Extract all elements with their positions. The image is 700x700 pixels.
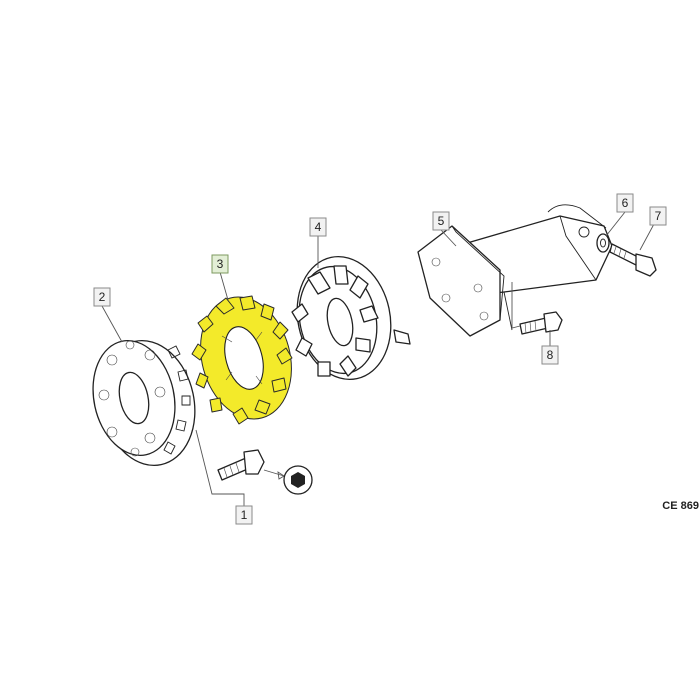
callout-5-label: 5	[438, 214, 445, 228]
callout-3-label: 3	[217, 257, 224, 271]
part-8-bolt[interactable]	[519, 311, 563, 335]
callout-5[interactable]: 5	[432, 211, 450, 231]
callout-8-label: 8	[547, 348, 554, 362]
callout-7[interactable]: 7	[649, 206, 667, 226]
callout-3-highlighted[interactable]: 3	[211, 254, 229, 274]
callout-8[interactable]: 8	[541, 345, 559, 365]
callout-4[interactable]: 4	[309, 217, 327, 237]
callout-2[interactable]: 2	[93, 287, 111, 307]
callout-4-label: 4	[315, 220, 322, 234]
callout-6[interactable]: 6	[616, 193, 634, 213]
callout-1[interactable]: 1	[235, 505, 253, 525]
leader-lines	[101, 211, 655, 506]
part-5-support-bracket[interactable]	[417, 204, 613, 337]
part-2-coupling-disc[interactable]	[83, 332, 206, 474]
callout-6-label: 6	[622, 196, 629, 210]
part-4-coupling-hub[interactable]	[286, 248, 411, 388]
drawing-code: CE 869	[662, 500, 699, 512]
callout-1-label: 1	[241, 508, 248, 522]
callout-2-label: 2	[99, 290, 106, 304]
part-7-bolt[interactable]	[609, 243, 657, 277]
part-3-flexible-element[interactable]	[187, 287, 304, 430]
callout-7-label: 7	[655, 209, 662, 223]
part-6-washer[interactable]	[596, 233, 610, 253]
part-1-screw[interactable]	[217, 449, 313, 495]
